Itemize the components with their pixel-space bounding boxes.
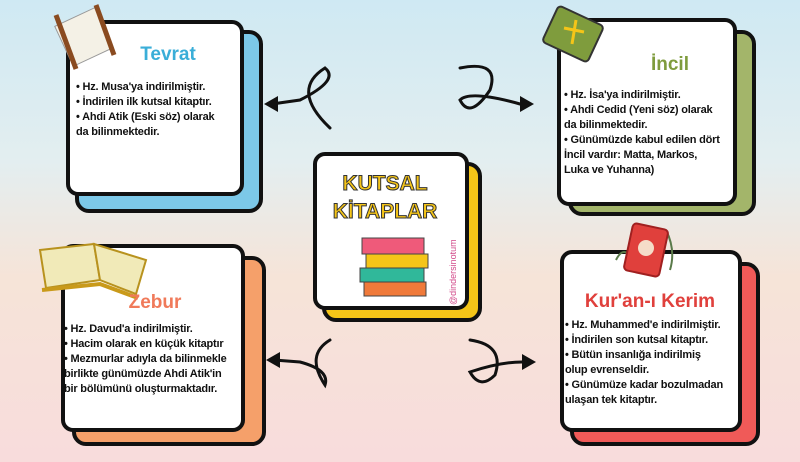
list-item: da bilinmektedir.: [564, 119, 648, 131]
scroll-icon: [53, 4, 117, 70]
list-item: • Hz. Muhammed'e indirilmiştir.: [565, 319, 721, 331]
card-title: İncil: [650, 54, 689, 75]
arrowhead-icon: [520, 96, 534, 112]
card-list: • Hz. Davud'a indirilmiştir. • Hacim ola…: [64, 322, 227, 397]
list-item: • Hz. Musa'ya indirilmiştir.: [76, 81, 206, 93]
list-item: • İndirilen ilk kutsal kitaptır.: [76, 96, 212, 108]
bible-icon: [542, 5, 604, 63]
list-item: • Hacim olarak en küçük kitaptır: [64, 338, 224, 350]
center-title-line2: KİTAPLAR: [332, 200, 438, 224]
center-title: KUTSAL KİTAPLAR: [330, 170, 440, 226]
books-stack-icon: [359, 237, 429, 297]
list-item: olup evrenseldir.: [565, 364, 650, 376]
open-book-icon: [38, 242, 148, 300]
center-title-line1: KUTSAL: [342, 172, 428, 196]
arrowhead-icon: [522, 354, 536, 370]
list-item: • Günümüze kadar bozulmadan: [565, 379, 723, 391]
list-item: • Ahdi Cedid (Yeni söz) olarak: [564, 104, 713, 116]
list-item: • Hz. Davud'a indirilmiştir.: [64, 323, 193, 335]
card-title: Zebur: [128, 292, 182, 313]
arrow-to-tevrat: [270, 66, 332, 130]
card-body: [560, 250, 742, 432]
list-item: • Ahdi Atik (Eski söz) olarak: [76, 111, 215, 123]
arrowhead-icon: [264, 96, 278, 112]
list-item: İncil vardır: Matta, Markos,: [564, 149, 698, 161]
card-list: • Hz. Musa'ya indirilmiştir. • İndirilen…: [76, 80, 215, 140]
list-item: ulaşan tek kitaptır.: [565, 394, 657, 406]
arrow-to-zebur: [272, 338, 332, 389]
list-item: • Hz. İsa'ya indirilmiştir.: [564, 89, 681, 101]
card-title: Tevrat: [140, 44, 196, 65]
quran-icon: [615, 222, 674, 278]
card-list: • Hz. İsa'ya indirilmiştir. • Ahdi Cedid…: [564, 88, 720, 178]
list-item: • Günümüzde kabul edilen dört: [564, 134, 720, 146]
list-item: Luka ve Yuhanna): [564, 164, 655, 176]
list-item: • İndirilen son kutsal kitaptır.: [565, 334, 708, 346]
list-item: • Mezmurlar adıyla da bilinmekle: [64, 353, 227, 365]
arrowhead-icon: [266, 352, 280, 368]
list-item: da bilinmektedir.: [76, 126, 160, 138]
arrow-to-incil: [458, 64, 522, 110]
card-title: Kur'an-ı Kerim: [584, 291, 716, 312]
list-item: • Bütün insanlığa indirilmiş: [565, 349, 701, 361]
list-item: birlikte günümüzde Ahdi Atik'in: [64, 368, 222, 380]
list-item: bir bölümünü oluşturmaktadır.: [64, 383, 218, 395]
card-list: • Hz. Muhammed'e indirilmiştir. • İndiri…: [565, 318, 723, 408]
arrow-to-kuran: [467, 338, 524, 384]
